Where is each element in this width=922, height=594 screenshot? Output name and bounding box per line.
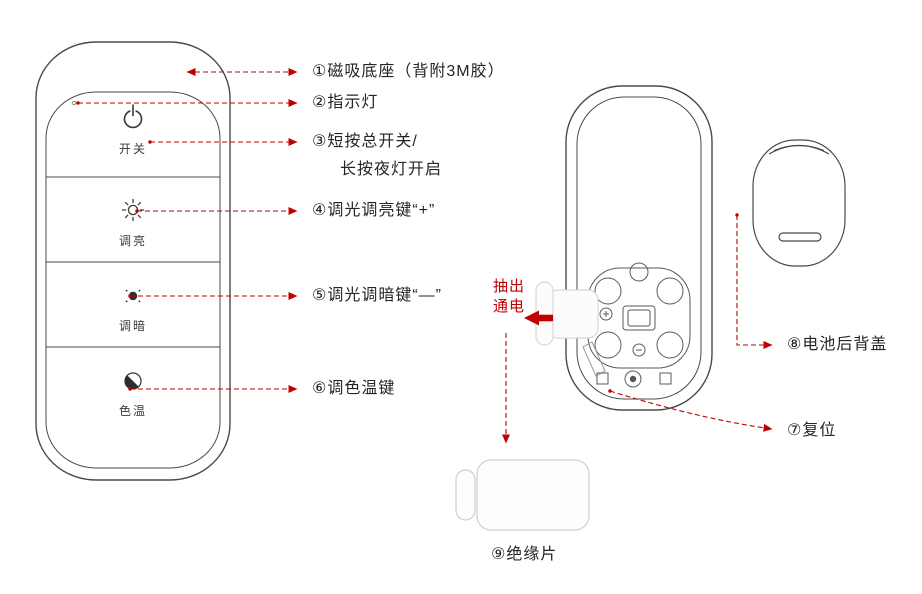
callout-reset: ⑦复位 [787, 422, 837, 439]
insulation-tab [535, 281, 599, 346]
remote-front [35, 41, 231, 481]
power-icon [123, 104, 143, 129]
callout-indicator-light: ②指示灯 [312, 94, 379, 111]
callout-magnetic-base: ①磁吸底座（背附3M胶） [312, 63, 505, 80]
brightness-up-icon [121, 198, 145, 222]
pull-note-line1: 抽出 [493, 278, 526, 295]
callout-lines [78, 68, 773, 444]
callout-line-dots [76, 101, 739, 393]
remote-back-shell [565, 85, 713, 411]
battery-compartment [587, 262, 691, 369]
callout-power-switch: ③短按总开关/ [312, 133, 418, 150]
color-temp-icon [124, 372, 142, 390]
callout-night-light: 长按夜灯开启 [340, 161, 443, 178]
button-label-color-temp: 色温 [118, 404, 147, 418]
remote-back-panel [576, 96, 702, 400]
pull-arrow [524, 310, 553, 326]
battery-plus-mark [599, 307, 613, 321]
callout-dim-key: ⑤调光调暗键“—” [312, 287, 443, 304]
callout-color-temp-key: ⑥调色温键 [312, 380, 396, 397]
insulation-sheet [455, 459, 590, 531]
battery-cover [752, 139, 846, 267]
reset-hole [624, 370, 642, 388]
battery-minus-mark [632, 343, 646, 357]
remote-front-panel [45, 91, 221, 469]
pull-note-line2: 通电 [493, 298, 526, 315]
remote-back [565, 85, 713, 411]
pull-to-power-note: 抽出 通电 [493, 277, 525, 317]
indicator-light [71, 100, 77, 106]
callout-insulation-sheet: ⑨绝缘片 [491, 546, 558, 563]
callout-line-7 [609, 390, 773, 432]
callout-battery-cover: ⑧电池后背盖 [787, 336, 888, 353]
callout-brighten-key: ④调光调亮键“+” [312, 202, 436, 219]
button-label-dim: 调暗 [118, 319, 147, 333]
back-bottom-details [582, 341, 672, 388]
remote-front-shell [35, 41, 231, 481]
callout-line-8 [736, 215, 773, 349]
button-label-power: 开关 [118, 142, 147, 156]
strip-inside [582, 341, 606, 377]
button-label-brighten: 调亮 [118, 234, 147, 248]
